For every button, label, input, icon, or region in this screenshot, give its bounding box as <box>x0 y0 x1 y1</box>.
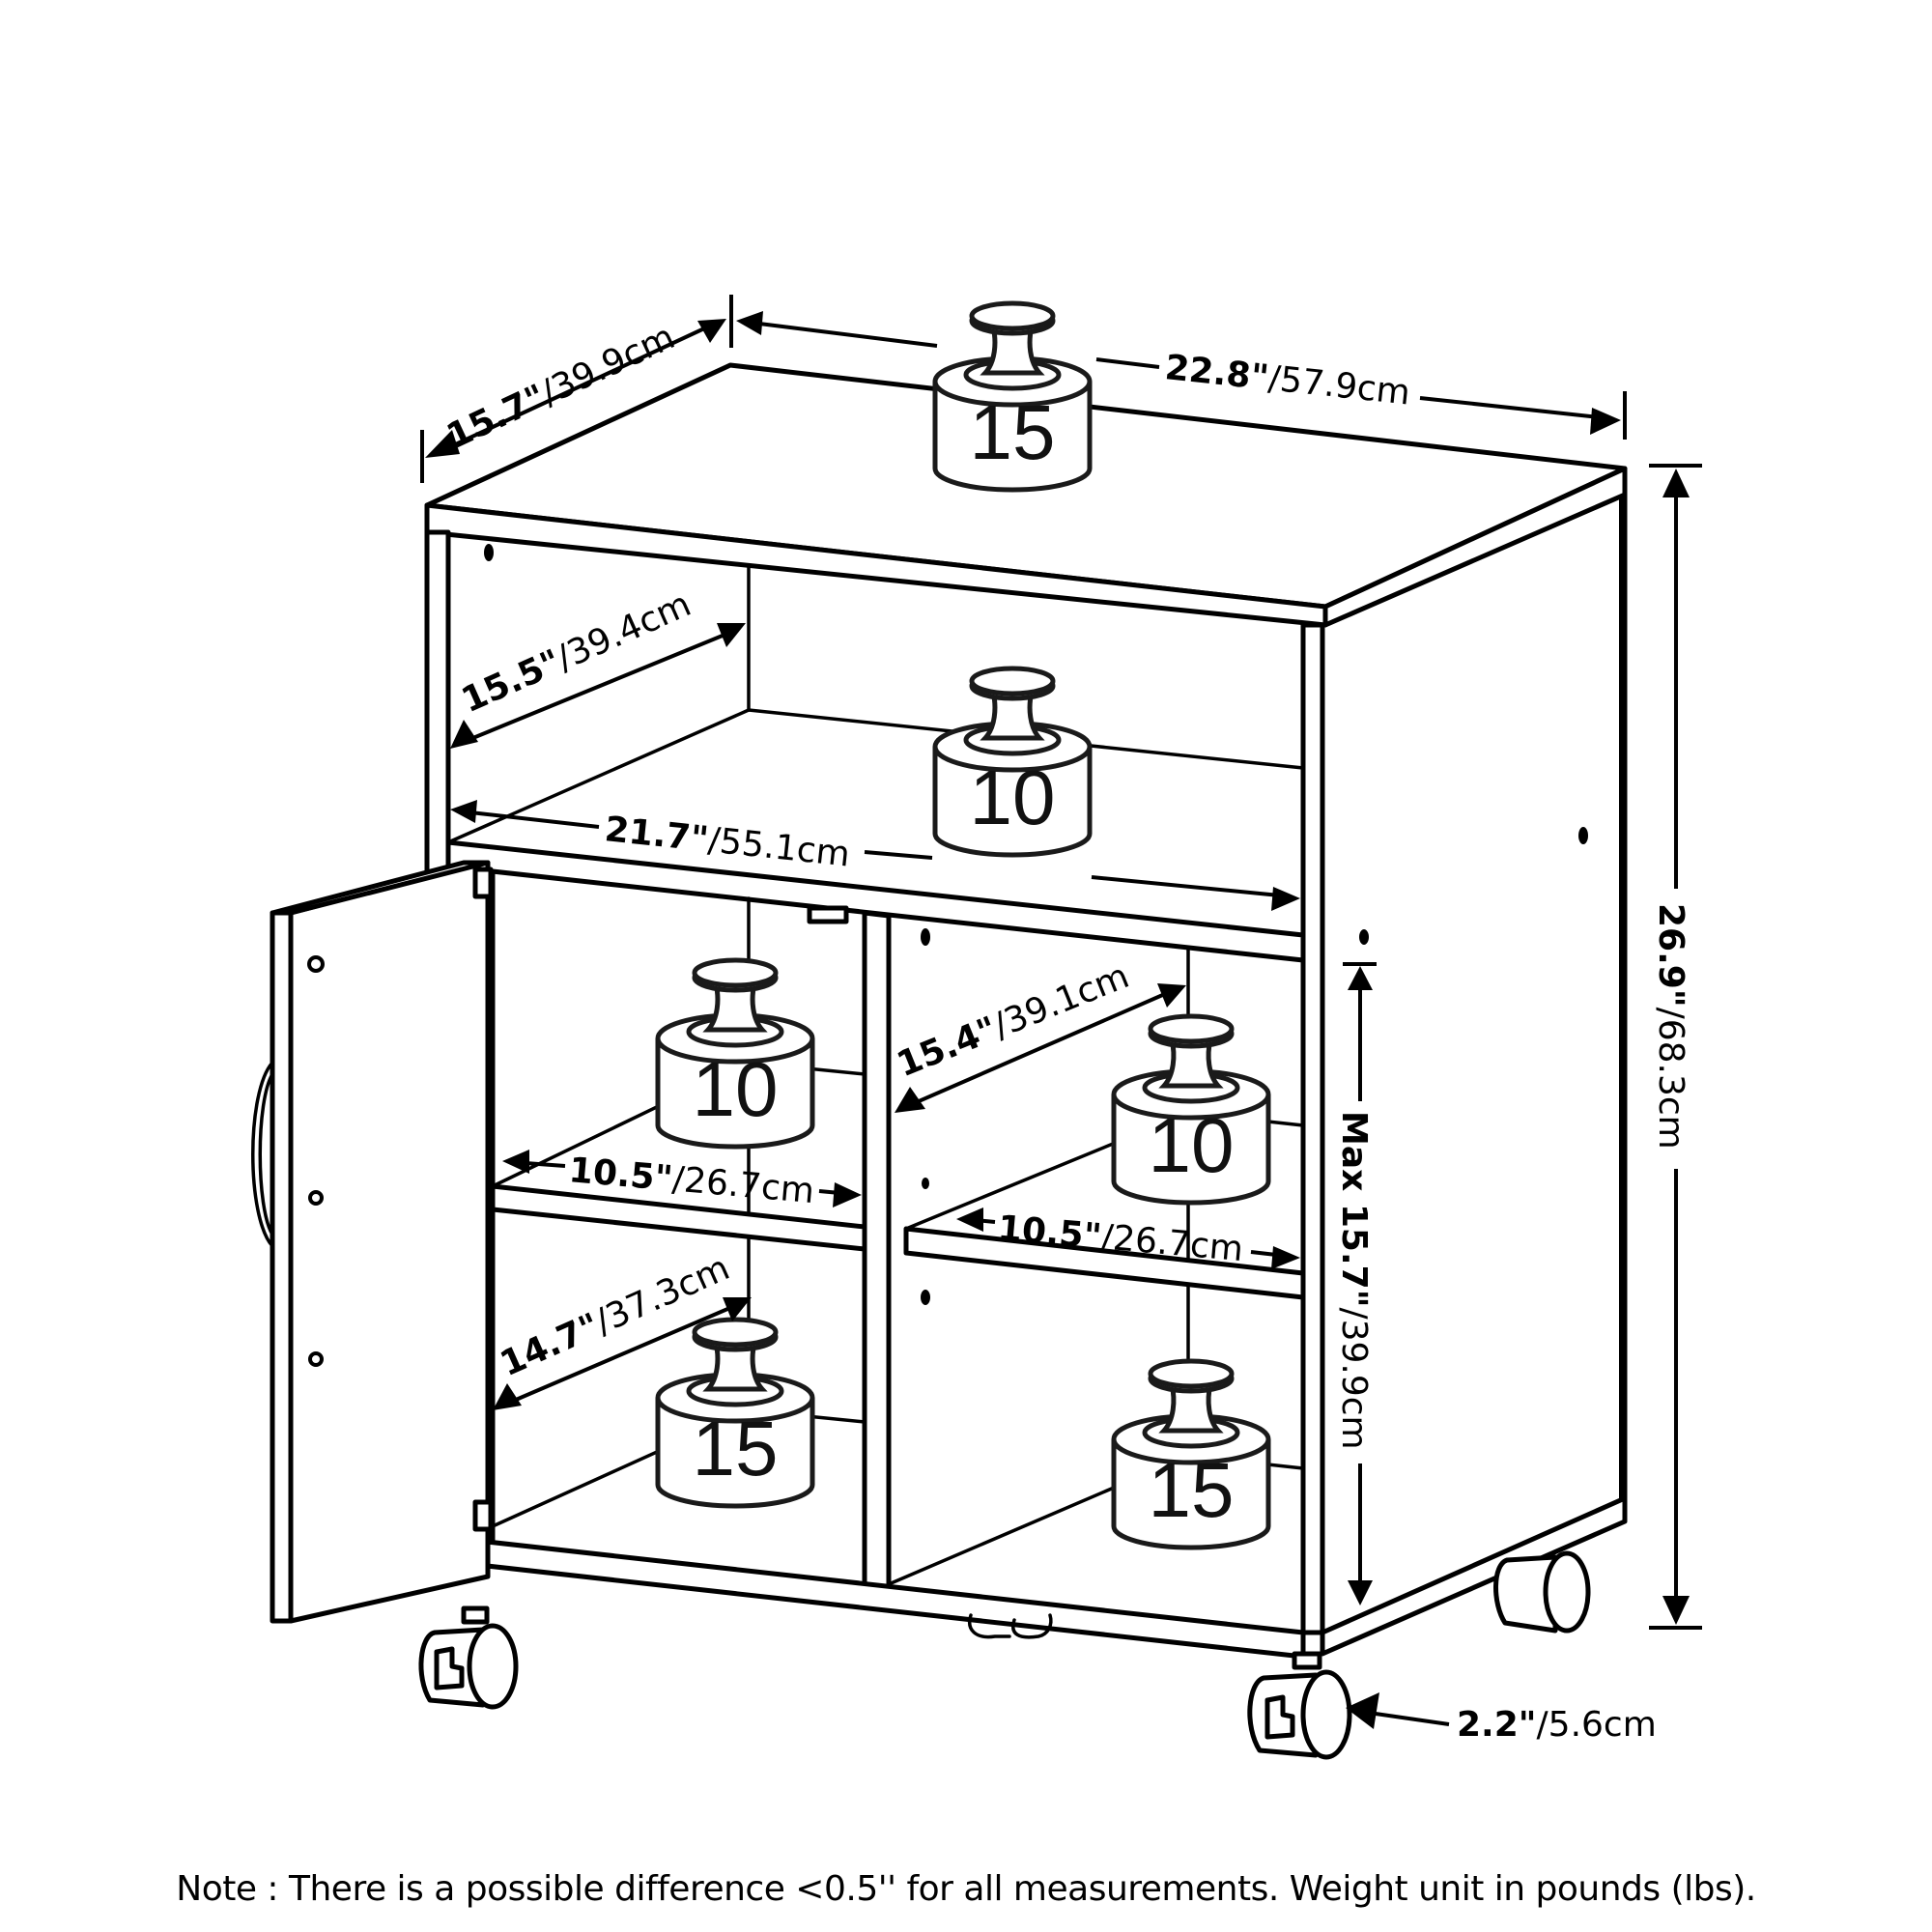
svg-text:10.5"/26.7cm: 10.5"/26.7cm <box>567 1151 815 1211</box>
svg-text:10: 10 <box>693 1046 779 1132</box>
door-panel <box>288 860 491 1624</box>
weight-lower-right-cubby: 15 <box>1114 1361 1268 1548</box>
svg-text:26.9"/68.3cm: 26.9"/68.3cm <box>1651 903 1690 1150</box>
dim-caster-height: 2.2"/5.6cm <box>1346 1692 1657 1745</box>
dim-open-shelf-depth: 15.5"/39.4cm <box>450 584 746 749</box>
right-side-panel <box>1320 492 1628 1635</box>
svg-text:15: 15 <box>693 1406 779 1492</box>
svg-text:15.4"/39.1cm: 15.4"/39.1cm <box>892 956 1135 1085</box>
weight-top: 15 <box>935 303 1090 490</box>
weight-upper-left-cubby: 10 <box>658 960 812 1147</box>
left-front-post <box>424 529 451 895</box>
door-latch <box>807 905 849 924</box>
right-cubby-shelf <box>903 1226 1306 1300</box>
svg-text:14.7"/37.3cm: 14.7"/37.3cm <box>495 1248 735 1384</box>
caster-front-left <box>418 1605 519 1710</box>
center-divider <box>862 910 892 1592</box>
dim-height-total: 26.9"/68.3cm <box>1649 464 1702 1630</box>
svg-text:2.2"/5.6cm: 2.2"/5.6cm <box>1457 1705 1657 1745</box>
svg-text:22.8"/57.9cm: 22.8"/57.9cm <box>1163 348 1412 412</box>
door-handle <box>251 1061 274 1248</box>
door-edge <box>270 910 294 1624</box>
dim-left-cubby-width: 10.5"/26.7cm <box>502 1150 862 1211</box>
caster-front-right <box>1247 1651 1352 1760</box>
casters <box>418 1550 1591 1760</box>
cabinet-door <box>251 860 494 1624</box>
weight-upper-right-cubby: 10 <box>1114 1016 1268 1203</box>
svg-text:15: 15 <box>970 389 1056 475</box>
open-shelf <box>445 839 1306 963</box>
cabinet-body <box>424 362 1628 1660</box>
weight-open-shelf: 10 <box>935 668 1090 855</box>
hinge-bottom <box>472 1499 494 1532</box>
right-front-post <box>1300 622 1325 1635</box>
caster-back-right <box>1493 1550 1591 1634</box>
caster-back-center <box>968 1613 1053 1639</box>
hinge-top <box>472 867 494 899</box>
svg-text:15.5"/39.4cm: 15.5"/39.4cm <box>456 584 696 721</box>
svg-text:10: 10 <box>1149 1102 1235 1188</box>
svg-text:Max 15.7"/39.9cm: Max 15.7"/39.9cm <box>1334 1111 1374 1450</box>
measurement-note: Note : There is a possible difference <0… <box>176 1869 1756 1909</box>
weight-lower-left-cubby: 15 <box>658 1320 812 1506</box>
svg-text:15: 15 <box>1149 1447 1235 1533</box>
svg-text:10: 10 <box>970 754 1056 840</box>
dim-lower-section-height: Max 15.7"/39.9cm <box>1334 962 1377 1605</box>
